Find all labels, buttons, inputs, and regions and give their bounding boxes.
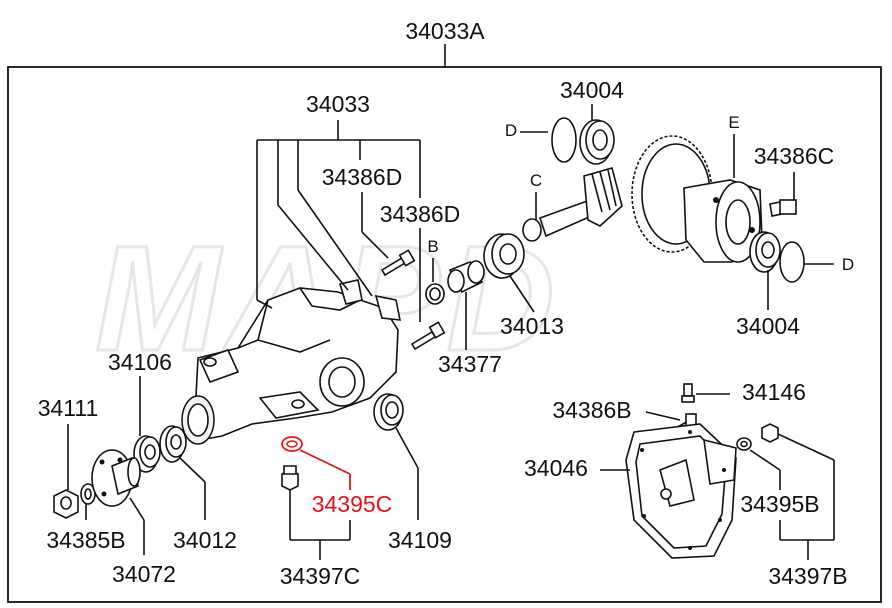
rear-cover-34046 xyxy=(625,423,737,559)
bolt-34386D-lower xyxy=(410,228,446,351)
washer-34395C xyxy=(281,436,303,452)
callout-34146[interactable]: 34146 xyxy=(742,379,806,405)
callout-34109[interactable]: 34109 xyxy=(388,527,452,553)
differential-case xyxy=(683,179,763,263)
callout-34111[interactable]: 34111 xyxy=(38,395,99,421)
nut-34111 xyxy=(53,489,79,519)
callout-34397B[interactable]: 34397B xyxy=(768,563,847,589)
housing-leaders xyxy=(256,120,421,309)
callout-34013[interactable]: 34013 xyxy=(500,313,564,339)
leader-34012-a xyxy=(179,457,206,483)
leader-34072-a xyxy=(129,497,145,521)
spacer-sleeve xyxy=(447,260,485,294)
callout-34395C[interactable]: 34395C xyxy=(312,491,393,517)
callout-34033[interactable]: 34033 xyxy=(306,91,370,117)
callout-34106[interactable]: 34106 xyxy=(108,349,172,375)
bolt-34386C xyxy=(769,199,797,217)
plug-34397C xyxy=(281,465,299,491)
callout-34386B[interactable]: 34386B xyxy=(552,397,631,423)
letter-B: B xyxy=(427,237,438,256)
pinion-gear xyxy=(522,167,623,242)
callout-34033A[interactable]: 34033A xyxy=(405,18,485,44)
callout-34004-right[interactable]: 34004 xyxy=(736,313,800,339)
callout-34386C[interactable]: 34386C xyxy=(754,143,835,169)
bearing-34004-right xyxy=(749,231,781,273)
letter-E: E xyxy=(728,113,739,132)
callout-34072[interactable]: 34072 xyxy=(112,561,176,587)
shim-d-right xyxy=(779,241,805,283)
leader-34013 xyxy=(509,275,535,313)
breather-34146 xyxy=(681,383,695,403)
callout-34046[interactable]: 34046 xyxy=(524,455,588,481)
letter-C: C xyxy=(530,171,542,190)
callout-34397C[interactable]: 34397C xyxy=(280,563,361,589)
callout-34386D-lower[interactable]: 34386D xyxy=(380,201,461,227)
shim-d-left xyxy=(551,117,577,163)
seal-34106 xyxy=(133,435,161,473)
leader-34109-a xyxy=(395,427,419,469)
leader-34397B-a xyxy=(777,433,835,461)
bearing-34013 xyxy=(483,233,525,279)
callout-34012[interactable]: 34012 xyxy=(173,527,237,553)
leader-34395C-a xyxy=(299,449,351,475)
bolt-34386D-upper xyxy=(361,192,416,277)
callout-34004-top[interactable]: 34004 xyxy=(560,77,624,103)
letter-D-right: D xyxy=(842,255,854,274)
bearing-34004-top xyxy=(579,119,615,165)
letter-D-left: D xyxy=(505,121,517,140)
flange-34072 xyxy=(91,449,141,507)
seal-34109 xyxy=(373,393,404,431)
callout-34386D-upper[interactable]: 34386D xyxy=(322,164,403,190)
differential-housing xyxy=(181,279,401,445)
callout-34377[interactable]: 34377 xyxy=(438,351,502,377)
callout-34395B[interactable]: 34395B xyxy=(740,491,819,517)
seal-34012 xyxy=(159,425,187,463)
plug-34397B xyxy=(761,423,779,443)
callout-34385B[interactable]: 34385B xyxy=(46,527,125,553)
leader-34395B-a xyxy=(749,449,781,471)
leader-34386B xyxy=(645,411,681,421)
